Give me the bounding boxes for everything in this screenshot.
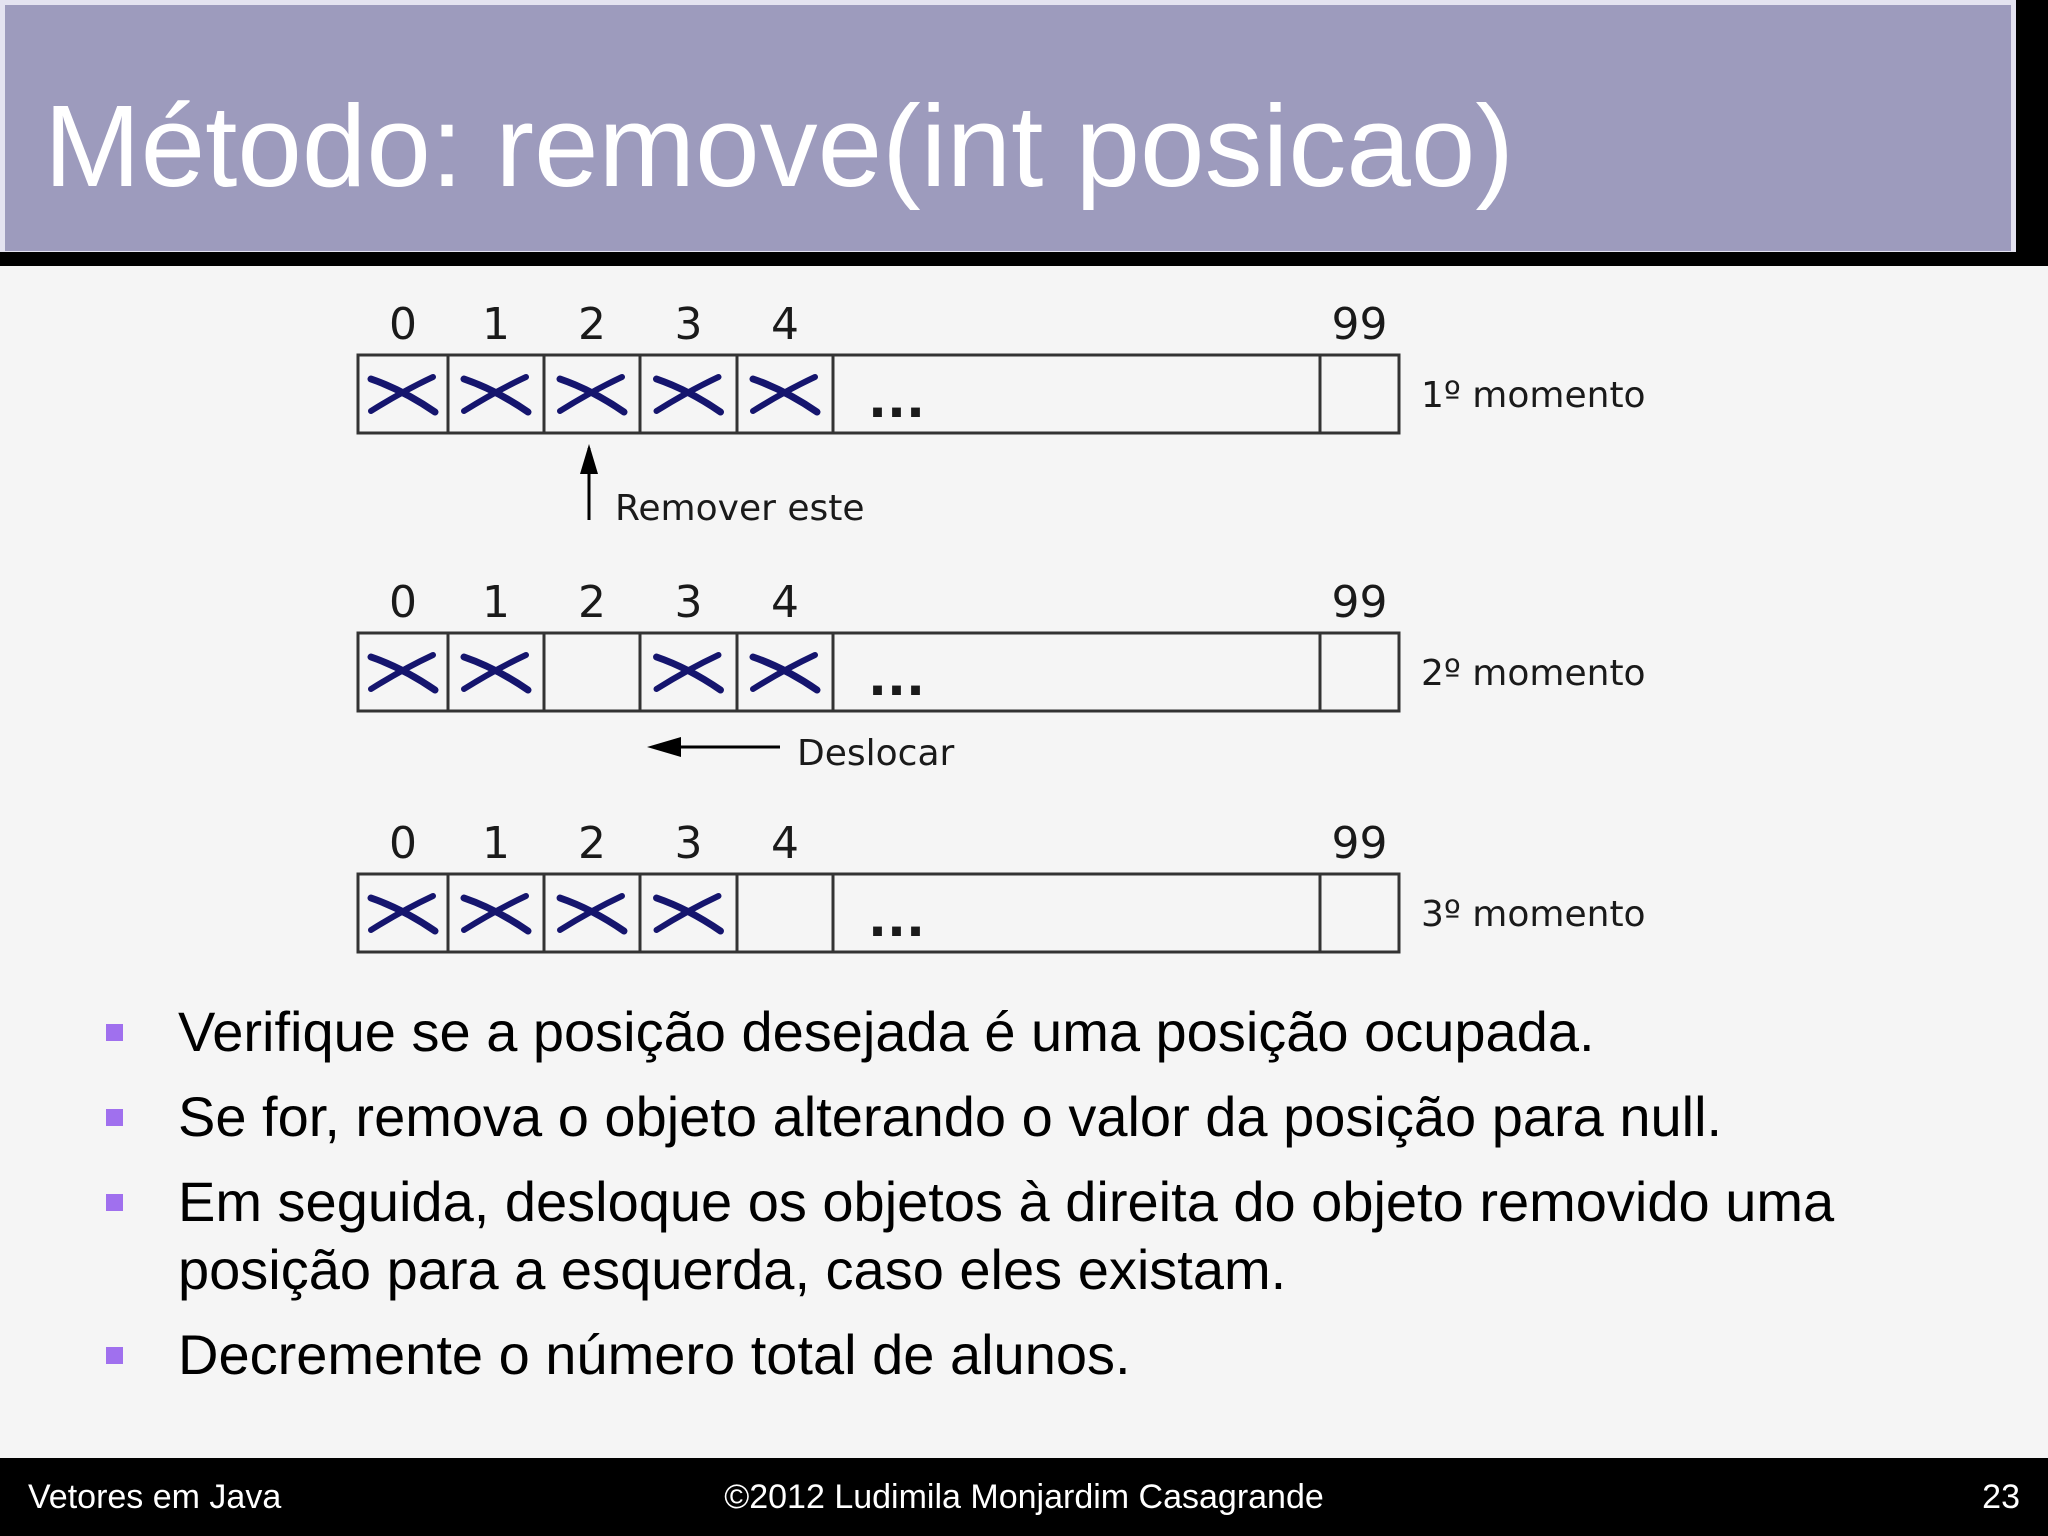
index-label: 3 [675,577,703,628]
array-removal-diagram: 0 1 2 3 4 99... 1º momento 0 1 2 3 4 99... 2º momento… [356,299,1646,954]
ellipsis: ... [868,649,925,707]
footer: Vetores em Java ©2012 Ludimila Monjardim… [0,1458,2048,1536]
bullet-square-icon [106,1194,123,1211]
index-label: 4 [771,577,799,628]
bullet-item: Decremente o número total de alunos. [104,1321,2004,1389]
footer-page-number: 23 [1982,1478,2020,1516]
bullet-list: Verifique se a posição desejada é uma po… [104,998,2004,1406]
index-label: 4 [771,299,799,350]
last-index-label: 99 [1332,299,1388,350]
last-index-label: 99 [1332,818,1388,869]
occupied-mark-icon [367,893,439,935]
ellipsis: ... [868,890,925,948]
bullet-square-icon [106,1347,123,1364]
occupied-mark-icon [749,374,821,416]
occupied-mark-icon [653,652,724,694]
array-rows: 0 1 2 3 4 99... 1º momento 0 1 2 3 4 99... 2º momento… [356,299,1646,954]
footer-copyright: ©2012 Ludimila Monjardim Casagrande [724,1478,1324,1516]
occupied-mark-icon [367,374,439,416]
shift-arrowhead-icon [647,737,681,757]
index-label: 3 [675,299,703,350]
index-label: 0 [389,299,417,350]
remove-annotation: Remover este [615,488,865,529]
array-outline [356,872,1401,954]
title-bar [0,0,2016,256]
index-label: 3 [675,818,703,869]
occupied-mark-icon [749,652,821,694]
occupied-mark-icon [367,652,439,694]
last-index-label: 99 [1332,577,1388,628]
array-row: 0 1 2 3 4 99... 2º momento [356,577,1646,713]
array-outline [356,631,1401,713]
index-label: 2 [578,299,606,350]
array-outline [356,353,1401,435]
bullet-text: Verifique se a posição desejada é uma po… [178,1000,1595,1063]
shift-annotation: Deslocar [797,733,955,774]
moment-label: 2º momento [1421,653,1646,694]
remove-arrowhead-icon [580,444,598,474]
bullet-item: Em seguida, desloque os objetos à direit… [104,1168,2004,1304]
title-divider [0,252,2048,266]
index-label: 2 [578,818,606,869]
bullet-square-icon [106,1109,123,1126]
bullet-square-icon [106,1024,123,1041]
occupied-mark-icon [460,893,532,935]
occupied-mark-icon [460,374,532,416]
occupied-mark-icon [460,652,532,694]
array-row: 0 1 2 3 4 99... 1º momento [356,299,1646,435]
bullet-text: Decremente o número total de alunos. [178,1323,1131,1386]
index-label: 4 [771,818,799,869]
ellipsis: ... [868,371,925,429]
index-label: 0 [389,818,417,869]
bullet-item: Se for, remova o objeto alterando o valo… [104,1083,2004,1151]
bullet-text: Se for, remova o objeto alterando o valo… [178,1085,1723,1148]
slide-title: Método: remove(int posicao) [44,81,1514,211]
occupied-mark-icon [556,374,628,416]
occupied-mark-icon [556,893,628,935]
occupied-mark-icon [653,374,724,416]
array-row: 0 1 2 3 4 99... 3º momento [356,818,1646,954]
occupied-mark-icon [653,893,724,935]
index-label: 1 [482,299,510,350]
index-label: 2 [578,577,606,628]
moment-label: 1º momento [1421,375,1646,416]
moment-label: 3º momento [1421,894,1646,935]
title-shadow [2016,0,2048,266]
index-label: 0 [389,577,417,628]
bullet-item: Verifique se a posição desejada é uma po… [104,998,2004,1066]
bullet-text: Em seguida, desloque os objetos à direit… [178,1170,1835,1301]
index-label: 1 [482,818,510,869]
footer-course-title: Vetores em Java [28,1478,282,1516]
index-label: 1 [482,577,510,628]
